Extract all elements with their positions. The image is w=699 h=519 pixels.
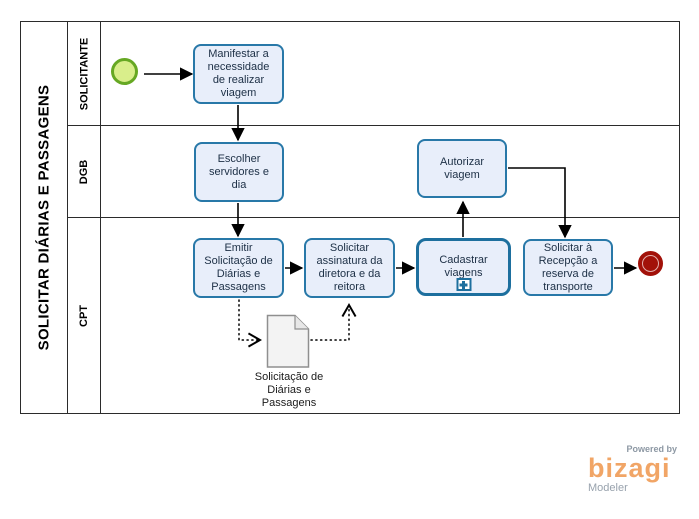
terminate-end-event-icon[interactable] xyxy=(638,251,663,276)
terminate-core-icon xyxy=(643,256,658,271)
task-escolher-servidores[interactable]: Escolher servidores e dia xyxy=(194,142,284,202)
pool-title-label: SOLICITAR DIÁRIAS E PASSAGENS xyxy=(35,84,53,351)
lane-cpt: CPT xyxy=(68,218,679,413)
lane-label-text: DGB xyxy=(77,159,90,184)
subprocess-label: Cadastrar viagens xyxy=(439,254,488,279)
lane-solicitante: SOLICITANTE xyxy=(68,22,679,126)
bizagi-watermark: Powered by bizagi Modeler xyxy=(588,444,680,494)
task-emitir-solicitacao[interactable]: Emitir Solicitação de Diárias e Passagen… xyxy=(193,238,284,298)
lane-dgb: DGB xyxy=(68,126,679,218)
lane-container: SOLICITANTE DGB CPT xyxy=(68,22,679,413)
lane-body-solicitante xyxy=(101,22,679,125)
lane-label-cpt: CPT xyxy=(68,218,101,413)
lane-label-text: SOLICITANTE xyxy=(78,37,91,110)
subprocess-plus-icon[interactable] xyxy=(456,278,471,291)
task-solicitar-assinatura[interactable]: Solicitar assinatura da diretora e da re… xyxy=(304,238,395,298)
document-label: Solicitação de Diárias e Passagens xyxy=(254,371,324,409)
lane-label-text: CPT xyxy=(78,304,90,327)
powered-by-text: Powered by xyxy=(626,444,677,454)
lane-body-dgb xyxy=(101,126,679,217)
start-event-icon[interactable] xyxy=(111,58,138,85)
process-pool: SOLICITAR DIÁRIAS E PASSAGENS SOLICITANT… xyxy=(20,21,680,414)
task-solicitar-recepcao[interactable]: Solicitar à Recepção a reserva de transp… xyxy=(523,239,613,296)
bizagi-logo: bizagi xyxy=(588,453,671,483)
lane-label-solicitante: SOLICITANTE xyxy=(68,22,101,125)
modeler-text: Modeler xyxy=(588,482,628,494)
pool-title: SOLICITAR DIÁRIAS E PASSAGENS xyxy=(21,22,68,413)
task-autorizar-viagem[interactable]: Autorizar viagem xyxy=(417,139,507,198)
subprocess-cadastrar-viagens[interactable]: Cadastrar viagens xyxy=(416,238,511,296)
task-manifestar-necessidade[interactable]: Manifestar a necessidade de realizar via… xyxy=(193,44,284,104)
lane-label-dgb: DGB xyxy=(68,126,101,217)
document-icon[interactable] xyxy=(266,314,311,369)
